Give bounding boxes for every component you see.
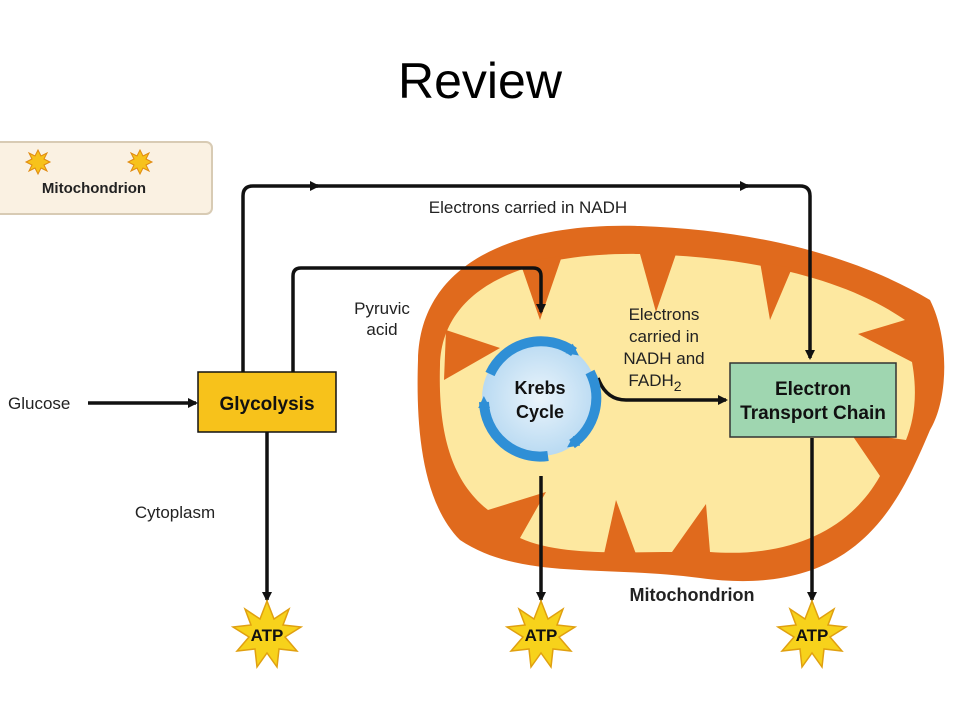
atp-label: ATP: [796, 626, 829, 645]
legend-box: Mitochondrion: [0, 141, 213, 215]
starburst-icon: [230, 598, 304, 670]
atp-label: ATP: [525, 626, 558, 645]
electrons-carried-label: Electrons carried in NADH and FADH2: [623, 305, 704, 394]
etc-label-line2: Transport Chain: [740, 403, 886, 424]
starburst-icon: [775, 598, 849, 670]
atp-label: ATP: [251, 626, 284, 645]
carried-line4: FADH2: [628, 371, 681, 394]
etc-box: Electron Transport Chain: [729, 362, 897, 438]
pyruvic-label-line1: Pyruvic: [354, 299, 410, 318]
glycolysis-box: Glycolysis: [197, 371, 337, 433]
carried-line3: NADH and: [623, 349, 704, 368]
krebs-to-etc-arrow: [596, 377, 728, 405]
glucose-label: Glucose: [8, 394, 70, 413]
slide-title: Review: [398, 53, 562, 109]
krebs-label-line2: Cycle: [516, 402, 564, 422]
atp-arrows: [262, 432, 817, 602]
fadh-subscript: 2: [674, 378, 682, 394]
atp-burst-krebs: ATP: [504, 598, 578, 670]
krebs-label-line1: Krebs: [514, 378, 565, 398]
sun-icon: [24, 148, 52, 176]
sun-icon: [126, 148, 154, 176]
krebs-cycle: Krebs Cycle: [478, 336, 602, 462]
carried-line1: Electrons: [629, 305, 700, 324]
glycolysis-label: Glycolysis: [219, 394, 314, 415]
etc-label-line1: Electron: [775, 379, 851, 400]
nadh-top-arrow: [241, 181, 815, 372]
cytoplasm-label: Cytoplasm: [135, 503, 215, 522]
fadh-text: FADH: [628, 371, 673, 390]
legend-label: Mitochondrion: [42, 180, 146, 197]
mitochondrion-label: Mitochondrion: [630, 585, 755, 605]
starburst-icon: [504, 598, 578, 670]
atp-burst-etc: ATP: [775, 598, 849, 670]
atp-burst-glycolysis: ATP: [230, 598, 304, 670]
pyruvic-label-line2: acid: [366, 320, 397, 339]
pyruvic-arrow: [291, 266, 546, 372]
carried-line2: carried in: [629, 327, 699, 346]
nadh-top-label: Electrons carried in NADH: [429, 198, 627, 217]
